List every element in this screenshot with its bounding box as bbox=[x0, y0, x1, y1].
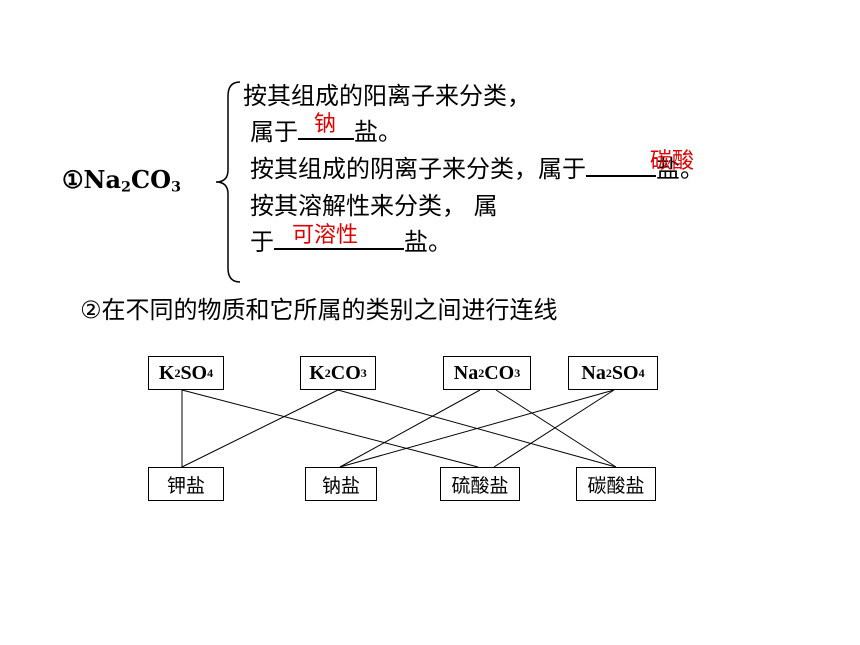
formula-sub-a: 2 bbox=[121, 178, 132, 196]
matching-title: ②在不同的物质和它所属的类别之间进行连线 bbox=[80, 296, 558, 324]
sub: 3 bbox=[514, 365, 521, 380]
line3-suffix: 盐。 bbox=[656, 155, 704, 183]
sub: 4 bbox=[207, 365, 214, 380]
curly-brace-icon bbox=[215, 81, 241, 283]
line3-prefix: 按其组成的阴离子来分类，属于 bbox=[250, 155, 586, 183]
sym: SO bbox=[180, 361, 208, 384]
answer-cation: 钠 bbox=[314, 112, 337, 137]
formula-label: ①Na2CO3 bbox=[62, 165, 181, 196]
category-box-potassium-salt[interactable]: 钾盐 bbox=[148, 467, 224, 501]
sym: K bbox=[309, 361, 325, 384]
solubility-answer-line: 于 盐。 bbox=[250, 222, 452, 257]
sym: Na bbox=[581, 361, 606, 384]
sym: Na bbox=[453, 361, 479, 384]
sym: CO bbox=[484, 361, 515, 384]
line2-prefix: 属于 bbox=[250, 118, 298, 146]
cation-answer-line: 属于 盐。 bbox=[250, 112, 402, 147]
sub: 2 bbox=[605, 365, 612, 380]
classify-by-cation-text: 按其组成的阳离子来分类， bbox=[243, 82, 531, 110]
circled-number-1: ① bbox=[62, 165, 84, 194]
link-line bbox=[181, 389, 479, 468]
link-line bbox=[339, 389, 481, 468]
line5-prefix: 于 bbox=[250, 228, 274, 256]
answer-blank bbox=[274, 224, 404, 250]
formula-element-a: Na bbox=[83, 165, 122, 194]
sub: 2 bbox=[174, 365, 181, 380]
link-line bbox=[493, 389, 615, 468]
sub: 2 bbox=[324, 365, 331, 380]
link-line bbox=[339, 389, 615, 468]
sym: SO bbox=[611, 361, 639, 384]
sym: K bbox=[158, 361, 175, 384]
category-box-sodium-salt[interactable]: 钠盐 bbox=[305, 467, 377, 501]
answer-blank bbox=[298, 114, 354, 140]
line5-suffix: 盐。 bbox=[404, 228, 452, 256]
sub: 4 bbox=[638, 365, 645, 380]
line2-suffix: 盐。 bbox=[354, 118, 402, 146]
category-box-sulfate[interactable]: 硫酸盐 bbox=[440, 467, 520, 501]
category-box-carbonate[interactable]: 碳酸盐 bbox=[576, 467, 656, 501]
formula-element-b: CO bbox=[131, 165, 172, 194]
classify-by-solubility-text: 按其溶解性来分类， 属 bbox=[250, 192, 498, 220]
link-line bbox=[181, 389, 339, 468]
formula-sub-b: 3 bbox=[171, 178, 182, 196]
answer-blank bbox=[586, 151, 656, 177]
link-line bbox=[495, 389, 617, 468]
sub: 3 bbox=[360, 365, 367, 380]
sym: CO bbox=[330, 361, 361, 384]
anion-answer-line: 按其组成的阴离子来分类，属于 盐。 bbox=[250, 149, 704, 184]
answer-solubility: 可溶性 bbox=[292, 223, 359, 248]
answer-anion: 碳酸 bbox=[650, 149, 695, 174]
sub: 2 bbox=[478, 365, 485, 380]
